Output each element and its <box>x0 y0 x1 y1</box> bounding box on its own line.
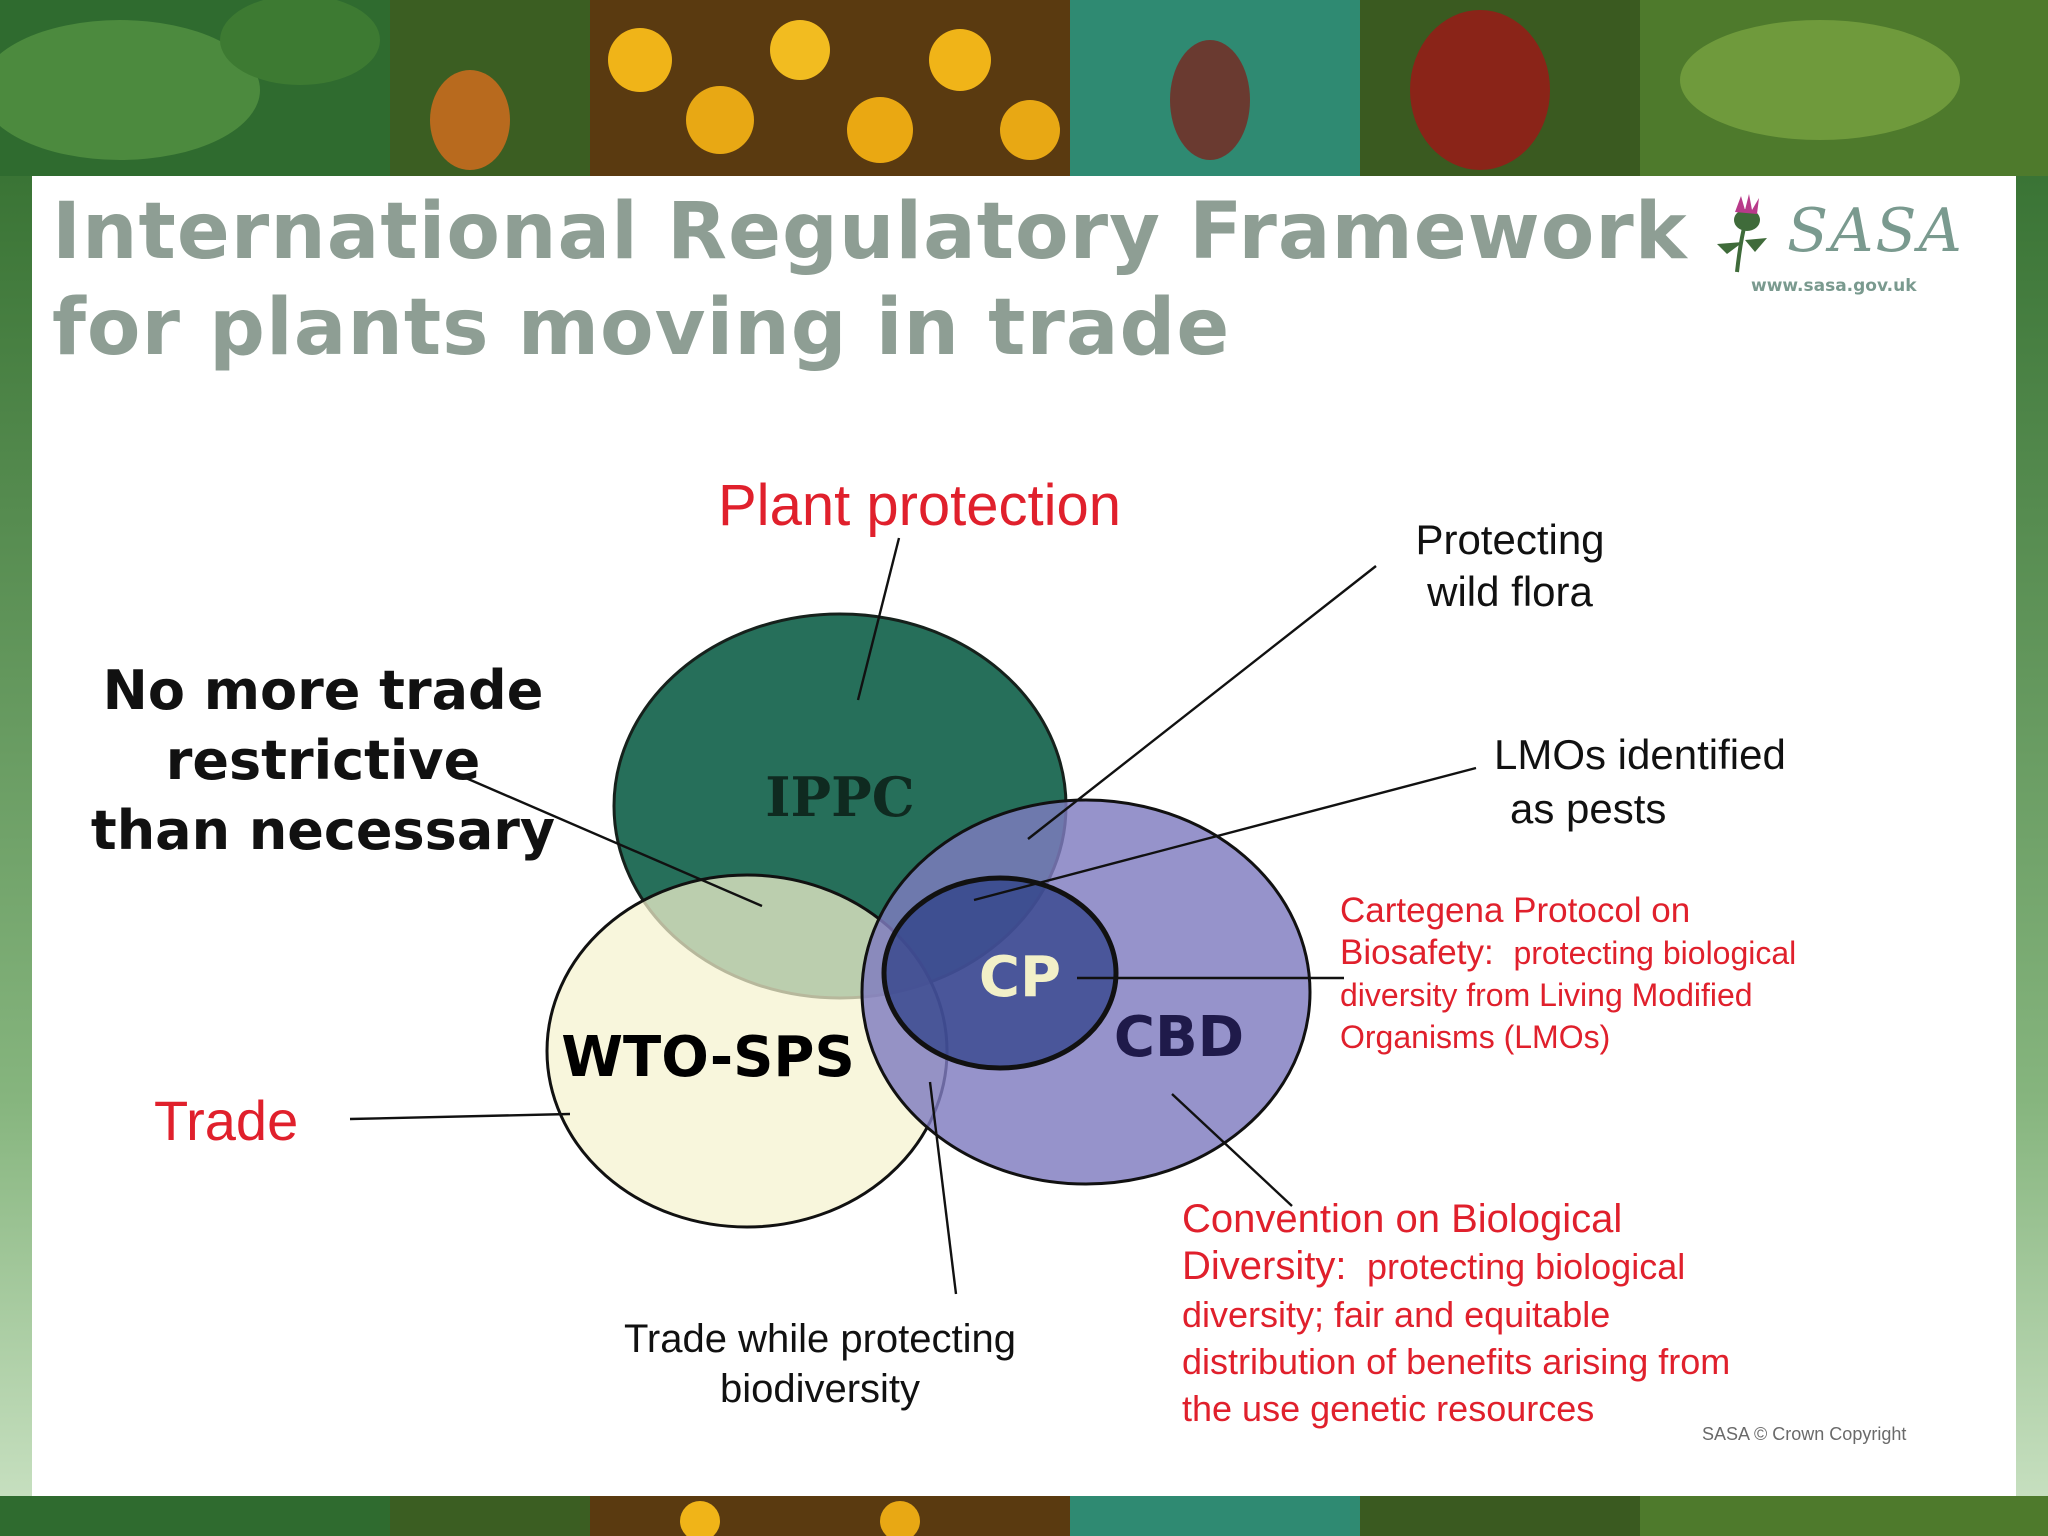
trade-biodiversity-label: Trade while protecting biodiversity <box>560 1314 1080 1414</box>
cbd-desc-line-3: diversity; fair and equitable <box>1182 1294 1611 1335</box>
wto-sps-label: WTO-SPS <box>561 1025 855 1090</box>
logo-url: www.sasa.gov.uk <box>1751 276 1917 296</box>
cp-circle <box>881 875 1119 1071</box>
slide: International Regulatory Framework for p… <box>32 176 2016 1496</box>
cartegena-protecting: protecting biological <box>1513 935 1797 971</box>
cbd-label: CBD <box>1114 1005 1244 1070</box>
left-border <box>0 176 32 1496</box>
cbd-desc-line-1: Convention on Biological <box>1182 1197 1623 1241</box>
no-more-trade-label: No more trade restrictive than necessary <box>38 656 608 866</box>
trade-label: Trade <box>154 1089 299 1152</box>
footer-photo-strip <box>0 1496 2048 1536</box>
wild-flora-line-2: wild flora <box>1427 568 1593 615</box>
no-more-trade-line-1: No more trade <box>102 659 544 722</box>
leader-cbd <box>1171 1093 1293 1207</box>
sasa-logo: SASA www.sasa.gov.uk <box>1697 194 1987 304</box>
thistle-icon <box>1717 194 1767 273</box>
cbd-desc-protecting: protecting biological <box>1367 1246 1686 1287</box>
venn-diagram: IPPC WTO-SPS CBD CP <box>349 537 1477 1295</box>
cbd-description-label: Convention on Biological Diversity: prot… <box>1182 1196 1730 1432</box>
ippc-label: IPPC <box>765 765 914 829</box>
no-more-trade-line-3: than necessary <box>90 799 556 862</box>
header-photo-strip <box>0 0 2048 176</box>
cartegena-line-2: Biosafety: protecting biological <box>1340 932 1796 974</box>
cbd-desc-line-2: Diversity: protecting biological <box>1182 1243 1730 1291</box>
protecting-wild-flora-label: Protecting wild flora <box>1380 514 1640 618</box>
copyright-notice: SASA © Crown Copyright <box>1702 1424 1907 1444</box>
slide-title: International Regulatory Framework for p… <box>52 187 1688 373</box>
plant-protection-label: Plant protection <box>718 473 1122 538</box>
trade-biodiversity-line-1: Trade while protecting <box>623 1317 1017 1361</box>
wild-flora-line-1: Protecting <box>1415 516 1605 563</box>
cartegena-line-1: Cartegena Protocol on <box>1340 891 1691 930</box>
leader-trade-biodiversity <box>928 1081 958 1295</box>
leader-wild-flora <box>1027 565 1377 840</box>
lmos-pests-label: LMOs identified as pests <box>1494 728 1786 836</box>
cp-label: CP <box>979 945 1061 1010</box>
leader-plant-protection <box>856 537 901 701</box>
right-border <box>2016 176 2048 1496</box>
leader-lmos <box>973 766 1477 902</box>
no-more-trade-line-2: restrictive <box>165 729 481 792</box>
cartegena-label: Cartegena Protocol on Biosafety: protect… <box>1340 890 1796 1058</box>
cartegena-line-4: Organisms (LMOs) <box>1340 1019 1611 1055</box>
trade-biodiversity-line-2: biodiversity <box>719 1367 921 1411</box>
cartegena-biosafety: Biosafety: <box>1340 933 1494 972</box>
cbd-desc-diversity: Diversity: <box>1182 1244 1347 1288</box>
cbd-desc-line-5: the use genetic resources <box>1182 1388 1595 1429</box>
logo-wordmark: SASA <box>1787 196 1964 266</box>
leader-trade <box>349 1112 571 1121</box>
lmos-line-2: as pests <box>1510 785 1667 832</box>
leader-no-more-trade <box>451 770 763 908</box>
cbd-desc-line-4: distribution of benefits arising from <box>1182 1341 1731 1382</box>
lmos-line-1: LMOs identified <box>1494 731 1786 778</box>
cartegena-line-3: diversity from Living Modified <box>1340 977 1753 1013</box>
